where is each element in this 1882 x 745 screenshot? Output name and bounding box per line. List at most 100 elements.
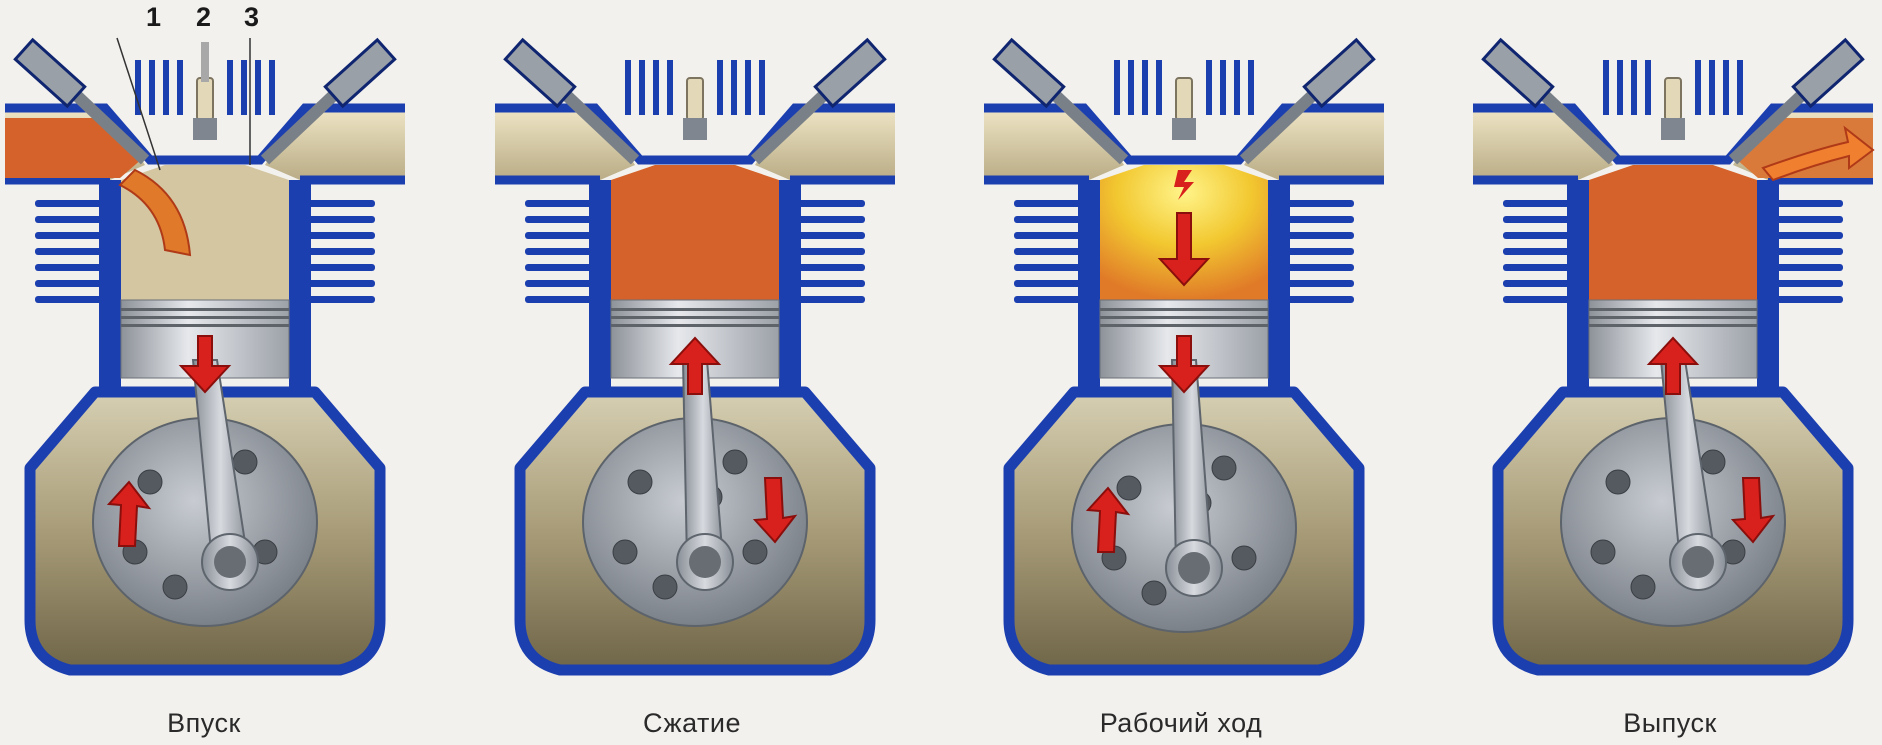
head-fin [1234,60,1240,115]
cooling-fin [1773,200,1843,207]
piston-ring [121,308,289,311]
cooling-fin [525,280,595,287]
exhaust-rocker [1793,40,1862,106]
spark-plug-base [1172,118,1196,140]
head-fin [1631,60,1637,115]
head-fin [149,60,155,115]
spark-plug [1665,78,1681,120]
cooling-fin [35,200,105,207]
label-2: 2 [196,2,211,33]
head-fin [1603,60,1609,115]
head-fin [639,60,645,115]
crank-hole [743,540,767,564]
cooling-fin [795,296,865,303]
head-fin [1645,60,1651,115]
head-fin [653,60,659,115]
head-fin [269,60,275,115]
cooling-fin [1284,200,1354,207]
head-fin [227,60,233,115]
piston-ring [611,316,779,319]
cooling-fin [1014,248,1084,255]
piston-ring [1100,324,1268,327]
cooling-fin [35,232,105,239]
cooling-fin [35,280,105,287]
cooling-fin [1773,232,1843,239]
spark-plug-lead [201,42,209,82]
piston-ring [1589,316,1757,319]
head-fin [759,60,765,115]
cooling-fin [1773,216,1843,223]
cooling-fin [525,216,595,223]
head-fin [1220,60,1226,115]
engine-intake [5,38,405,670]
cooling-fin [1284,232,1354,239]
cooling-fin [795,280,865,287]
cooling-fin [305,280,375,287]
piston-ring [611,308,779,311]
piston-ring [121,324,289,327]
head-fin [745,60,751,115]
crank-hole [1591,540,1615,564]
cooling-fin [305,200,375,207]
spark-plug-base [1661,118,1685,140]
cooling-fin [305,264,375,271]
cooling-fin [1014,296,1084,303]
head-fin [1142,60,1148,115]
cooling-fin [305,296,375,303]
head-fin [1723,60,1729,115]
caption-power: Рабочий ход [1031,708,1331,739]
cooling-fin [525,200,595,207]
head-fin [625,60,631,115]
piston-ring [1100,316,1268,319]
head-fin [667,60,673,115]
cooling-fin [1014,264,1084,271]
cooling-fin [1773,280,1843,287]
head-fin [1114,60,1120,115]
head-fin [255,60,261,115]
piston-ring [1589,308,1757,311]
piston-ring [1100,308,1268,311]
crank-pin [689,546,721,578]
cooling-fin [305,232,375,239]
cooling-fin [795,200,865,207]
crank-hole [1232,546,1256,570]
cooling-fin [1773,248,1843,255]
piston-ring [1589,324,1757,327]
cooling-fin [1503,232,1573,239]
cooling-fin [525,296,595,303]
cooling-fin [1503,200,1573,207]
cooling-fin [35,296,105,303]
label-1: 1 [146,2,161,33]
cooling-fin [1014,200,1084,207]
combustion-chamber [1589,165,1757,300]
cooling-fin [1773,296,1843,303]
cooling-fin [1284,296,1354,303]
head-fin [1206,60,1212,115]
head-fin [731,60,737,115]
crank-hole [723,450,747,474]
head-fin [1156,60,1162,115]
cooling-fin [1284,264,1354,271]
cooling-fin [1014,232,1084,239]
cooling-fin [1284,248,1354,255]
head-fin [1737,60,1743,115]
cooling-fin [795,264,865,271]
crank-hole [1606,470,1630,494]
cooling-fin [525,248,595,255]
crank-hole [628,470,652,494]
cooling-fin [1773,264,1843,271]
cooling-fin [525,264,595,271]
piston-ring [121,316,289,319]
intake-rocker [505,40,574,106]
cooling-fin [1284,280,1354,287]
cooling-fin [1503,248,1573,255]
head-fin [1248,60,1254,115]
engine-compression [495,40,895,670]
head-fin [1617,60,1623,115]
crank-hole [1142,581,1166,605]
cooling-fin [795,232,865,239]
crank-hole [163,575,187,599]
crank-hole [138,470,162,494]
cooling-fin [1503,280,1573,287]
cooling-fin [1503,296,1573,303]
